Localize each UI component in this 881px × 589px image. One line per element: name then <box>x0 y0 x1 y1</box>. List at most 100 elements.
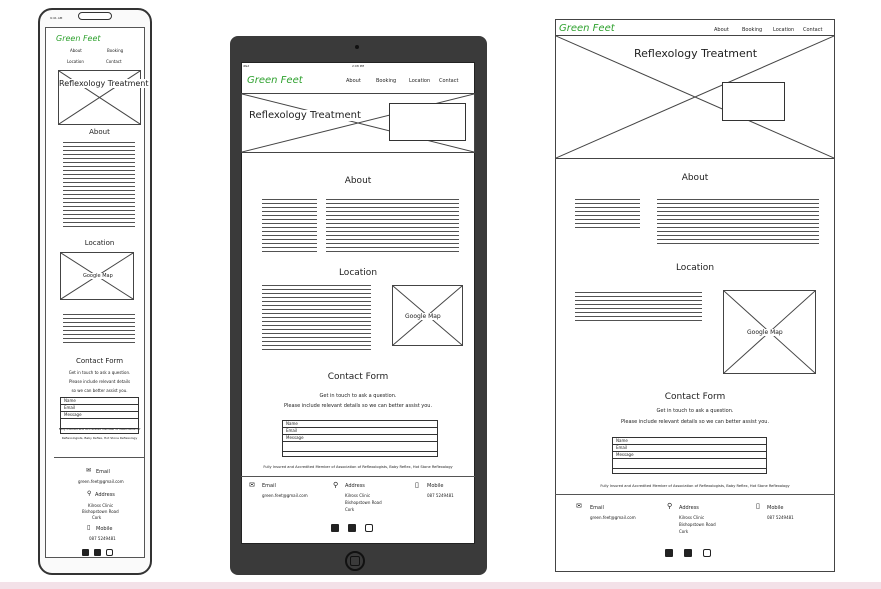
desktop-footer-divider <box>555 494 835 495</box>
phone-about-text-2 <box>63 162 135 230</box>
envelope-icon: ✉ <box>576 502 582 510</box>
envelope-icon: ✉ <box>249 481 255 489</box>
facebook-icon[interactable] <box>665 549 673 557</box>
desktop-nav-location[interactable]: Location <box>773 27 795 33</box>
phone-screen <box>45 27 145 558</box>
tablet-address-label: Address <box>345 483 365 489</box>
phone-nav-about[interactable]: About <box>70 48 82 53</box>
map-pin-icon: ⚲ <box>87 490 92 497</box>
desktop-hero-title: Reflexology Treatment <box>634 47 758 60</box>
phone-location-heading: Location <box>84 239 115 247</box>
phone-contact-intro-1: Get in touch to ask a question. <box>68 370 131 375</box>
phone-message-area[interactable] <box>61 419 138 433</box>
tablet-about-heading: About <box>344 176 372 186</box>
tablet-hero-title: Reflexology Treatment <box>249 110 361 121</box>
instagram-icon[interactable] <box>365 524 373 532</box>
tablet-address-line-2: Bishopstown Road <box>345 500 382 505</box>
phone-membership-a: Fully Insured and Accredited Member of A… <box>58 427 141 431</box>
twitter-icon[interactable] <box>94 549 101 556</box>
tablet-footer-divider <box>241 476 475 477</box>
tablet-about-text-2 <box>326 199 459 252</box>
desktop-contact-form: Name Email Message <box>612 437 767 474</box>
tablet-message-area[interactable] <box>283 442 437 456</box>
instagram-icon[interactable] <box>106 549 113 556</box>
desktop-name-field[interactable]: Name <box>613 438 766 445</box>
desktop-membership: Fully Insured and Accredited Member of A… <box>600 484 790 488</box>
tablet-mobile-value[interactable]: 087 5249481 <box>427 493 454 498</box>
tablet-location-text <box>262 285 371 353</box>
tablet-contact-intro-1: Get in touch to ask a question. <box>319 393 397 399</box>
tablet-nav-contact[interactable]: Contact <box>439 78 459 84</box>
phone-nav-booking[interactable]: Booking <box>107 48 124 53</box>
phone-icon: ▯ <box>756 502 760 510</box>
desktop-contact-intro-1: Get in touch to ask a question. <box>656 408 734 414</box>
desktop-location-heading: Location <box>675 263 715 273</box>
phone-map[interactable]: Google Map <box>60 252 134 300</box>
tablet-nav-booking[interactable]: Booking <box>376 78 397 84</box>
tablet-address-line-1: Kilross Clinic <box>345 493 371 498</box>
tablet-message-field[interactable]: Message <box>283 435 437 442</box>
desktop-message-field[interactable]: Message <box>613 452 766 459</box>
tablet-membership: Fully Insured and Accredited Member of A… <box>263 465 453 469</box>
phone-footer-divider <box>54 457 144 458</box>
instagram-icon[interactable] <box>703 549 711 557</box>
twitter-icon[interactable] <box>684 549 692 557</box>
desktop-location-text <box>575 292 702 322</box>
tablet-email-field[interactable]: Email <box>283 428 437 435</box>
desktop-brand[interactable]: Green Feet <box>559 23 615 34</box>
phone-contact-heading: Contact Form <box>75 357 124 365</box>
phone-brand[interactable]: Green Feet <box>56 34 101 43</box>
map-pin-icon: ⚲ <box>667 502 673 510</box>
tablet-map-label: Google Map <box>405 313 441 320</box>
tablet-hero-box <box>389 103 466 141</box>
desktop-address-label: Address <box>679 505 699 511</box>
phone-mobile-value[interactable]: 087 5249481 <box>89 536 116 541</box>
desktop-about-text-1 <box>575 199 640 229</box>
desktop-nav-contact[interactable]: Contact <box>803 27 823 33</box>
phone-nav-contact[interactable]: Contact <box>106 59 122 64</box>
tablet-about-text-1 <box>262 199 317 252</box>
tablet-nav-location[interactable]: Location <box>409 78 431 84</box>
desktop-hero-image <box>555 35 835 159</box>
tablet-map[interactable]: Google Map <box>392 285 463 346</box>
desktop-map[interactable]: Google Map <box>723 290 816 374</box>
tablet-name-field[interactable]: Name <box>283 421 437 428</box>
desktop-mobile-value[interactable]: 087 5249481 <box>767 515 794 520</box>
tablet-camera <box>355 45 359 49</box>
desktop-nav-booking[interactable]: Booking <box>742 27 763 33</box>
phone-contact-intro-2b: so we can better assist you. <box>71 388 128 393</box>
facebook-icon[interactable] <box>331 524 339 532</box>
tablet-mobile-label: Mobile <box>427 483 444 489</box>
phone-address-line-1: Kilross Clinic <box>88 503 114 508</box>
facebook-icon[interactable] <box>82 549 89 556</box>
phone-message-field[interactable]: Message <box>61 412 138 419</box>
phone-status-time: 9:41 AM <box>50 16 63 20</box>
tablet-email-value[interactable]: green.feet@gmail.com <box>262 493 308 498</box>
desktop-mobile-label: Mobile <box>767 505 784 511</box>
tablet-nav-about[interactable]: About <box>346 78 361 84</box>
desktop-nav-about[interactable]: About <box>714 27 729 33</box>
desktop-contact-heading: Contact Form <box>664 392 726 402</box>
envelope-icon: ✉ <box>86 467 92 474</box>
desktop-hero-box <box>722 82 785 121</box>
phone-address-label: Address <box>95 492 115 498</box>
bottom-bar <box>0 582 881 589</box>
desktop-email-value[interactable]: green.feet@gmail.com <box>590 515 636 520</box>
tablet-contact-intro-2: Please include relevant details so we ca… <box>283 403 433 409</box>
phone-name-field[interactable]: Name <box>61 398 138 405</box>
tablet-status-center: 2:08 PM <box>352 64 365 68</box>
phone-nav-location[interactable]: Location <box>67 59 84 64</box>
desktop-email-label: Email <box>590 505 604 511</box>
phone-email-value[interactable]: green.feet@gmail.com <box>78 479 124 484</box>
desktop-email-field[interactable]: Email <box>613 445 766 452</box>
map-pin-icon: ⚲ <box>333 481 339 489</box>
phone-email-field[interactable]: Email <box>61 405 138 412</box>
phone-address-line-2: Bishopstown Road <box>82 509 119 514</box>
tablet-brand[interactable]: Green Feet <box>247 75 303 86</box>
desktop-message-area[interactable] <box>613 459 766 473</box>
phone-membership-b: Reflexologists, Baby Reflex, Hot Stone R… <box>61 436 138 440</box>
tablet-status-left: iPad <box>243 64 250 68</box>
desktop-about-text-2 <box>657 199 819 244</box>
twitter-icon[interactable] <box>348 524 356 532</box>
desktop-address-line-1: Kilross Clinic <box>679 515 705 520</box>
